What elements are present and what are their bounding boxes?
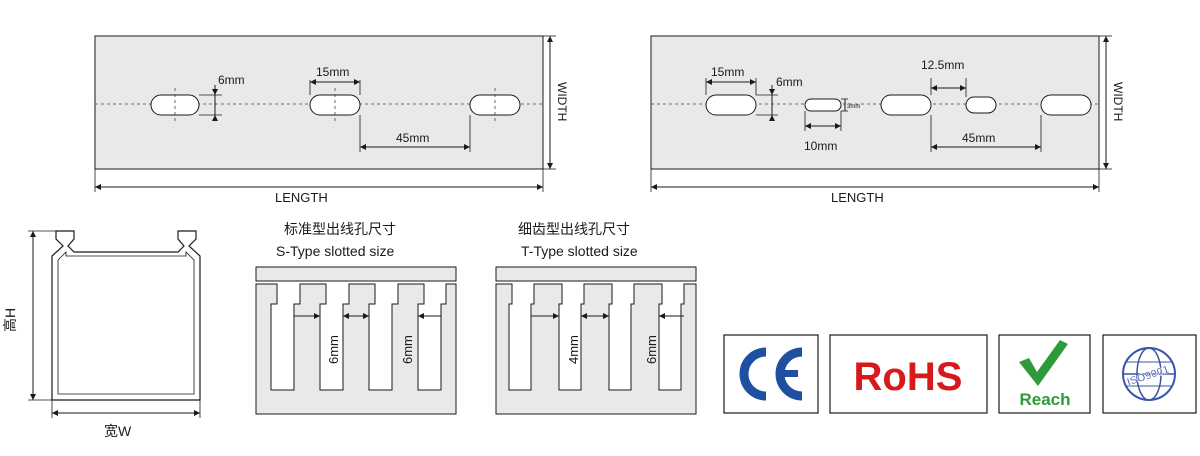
t-type-dim-b: 6mm: [644, 335, 659, 364]
t-type-top-bar: [495, 266, 697, 282]
strip-b: 15mm 6mm 3mm 10mm 12.5mm 45mm: [650, 35, 1125, 205]
s-type-top-bar: [255, 266, 457, 282]
s-type-title-cn: 标准型出线孔尺寸: [284, 221, 396, 237]
globe-icon: [1122, 347, 1176, 401]
ce-text: CE: [771, 411, 773, 413]
strip-b-dim-gap: 12.5mm: [921, 58, 964, 72]
ce-mark-icon: [739, 347, 803, 401]
t-type-title-en: T-Type slotted size: [521, 243, 638, 259]
strip-a-dim-slot-spacing: 45mm: [396, 131, 429, 145]
s-type-dim-a: 6mm: [326, 335, 341, 364]
t-type-diagram: 细齿型出线孔尺寸 T-Type slotted size 4mm 6mm: [495, 221, 697, 415]
duct-profile-inner: [57, 251, 195, 395]
strip-b-dim-slot-height: 6mm: [776, 75, 803, 89]
strip-b-small-slot: [804, 98, 842, 112]
duct-profile-outline: [51, 230, 201, 401]
t-type-title-cn: 细齿型出线孔尺寸: [518, 221, 630, 237]
strip-b-slot-1: [705, 94, 757, 116]
strip-a-width-label: WIDTH: [555, 82, 569, 121]
profile-width-label: 宽W: [104, 423, 132, 439]
strip-b-dim-slot-length: 15mm: [711, 65, 744, 79]
reach-text: Reach: [1019, 390, 1070, 409]
rohs-badge: [829, 334, 988, 414]
strip-b-slot-2: [880, 94, 932, 116]
strip-b-slot-4: [1040, 94, 1092, 116]
ce-badge: [723, 334, 819, 414]
strip-b-slot-3: [965, 96, 997, 114]
s-type-comb: [255, 283, 457, 415]
strip-b-length-label: LENGTH: [831, 190, 884, 205]
strip-a: 6mm 15mm 45mm WIDTH LENGTH: [94, 35, 569, 205]
s-type-title-en: S-Type slotted size: [276, 243, 394, 259]
rohs-text: RoHS: [854, 355, 963, 399]
strip-a-length-label: LENGTH: [275, 190, 328, 205]
profile-height-label: 高H: [2, 308, 18, 332]
strip-b-dim-small-height: 3mm: [847, 104, 860, 110]
s-type-diagram: 标准型出线孔尺寸 S-Type slotted size 6mm 6mm: [255, 221, 457, 415]
strip-a-dim-slot-length: 15mm: [316, 65, 349, 79]
certifications: CE RoHS Reach ISO9001: [723, 334, 1197, 414]
strip-b-dim-slot-spacing: 45mm: [962, 131, 995, 145]
t-type-dim-a: 4mm: [566, 335, 581, 364]
strip-b-dim-small-length: 10mm: [804, 139, 837, 153]
checkmark-icon: [1019, 340, 1068, 386]
t-type-comb: [495, 283, 697, 415]
strip-a-dim-slot-height: 6mm: [218, 73, 245, 87]
duct-profile: 高H 宽W: [2, 230, 201, 439]
s-type-dim-b: 6mm: [400, 335, 415, 364]
strip-b-width-label: WIDTH: [1111, 82, 1125, 121]
